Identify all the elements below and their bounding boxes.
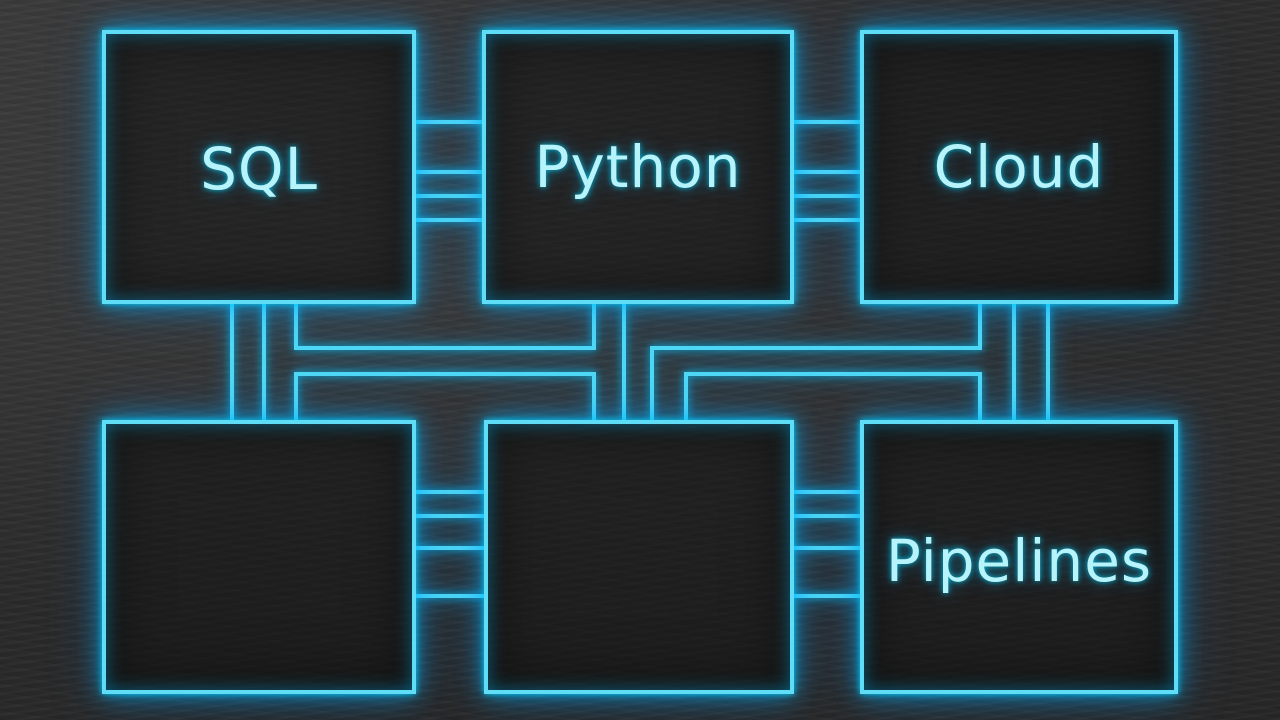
wire-cloud-route-2 [684,372,982,420]
node-cloud: Cloud [860,30,1178,304]
wire-sql-route-2 [294,372,596,420]
node-label-python: Python [534,133,742,201]
node-label-pipelines: Pipelines [885,527,1153,595]
node-bottom-left [102,420,416,694]
node-pipelines: Pipelines [860,420,1178,694]
node-bottom-middle [484,420,794,694]
node-label-sql: SQL [200,135,318,203]
node-label-cloud: Cloud [933,133,1105,201]
wire-cloud-route-1 [650,304,982,420]
node-python: Python [482,30,794,304]
node-sql: SQL [102,30,416,304]
wire-sql-route-1 [294,304,596,350]
